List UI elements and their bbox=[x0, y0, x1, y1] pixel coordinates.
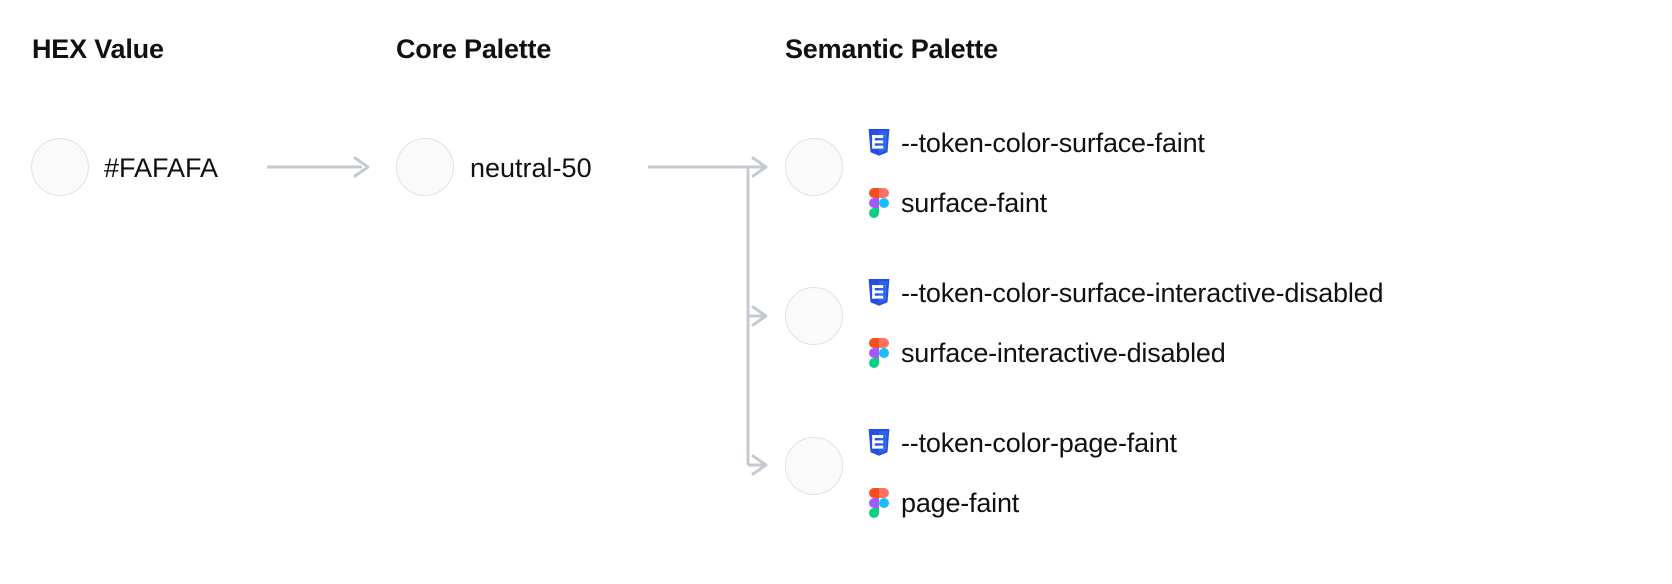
figma-token-line: surface-interactive-disabled bbox=[866, 323, 1383, 383]
core-color-swatch bbox=[396, 138, 454, 196]
semantic-token-group: --token-color-surface-faint surface-fain… bbox=[866, 113, 1205, 233]
arrow-hex-to-core bbox=[267, 156, 370, 178]
figma-token-label: page-faint bbox=[901, 487, 1020, 518]
figma-token-label: surface-faint bbox=[901, 187, 1047, 218]
figma-icon bbox=[866, 488, 892, 518]
css-token-label: --token-color-page-faint bbox=[901, 427, 1177, 458]
semantic-color-swatch bbox=[785, 287, 843, 345]
css3-icon bbox=[866, 428, 892, 458]
css3-icon bbox=[866, 278, 892, 308]
css-token-label: --token-color-surface-faint bbox=[901, 127, 1205, 158]
figma-token-line: page-faint bbox=[866, 473, 1177, 533]
semantic-token-group: --token-color-surface-interactive-disabl… bbox=[866, 263, 1383, 383]
figma-token-line: surface-faint bbox=[866, 173, 1205, 233]
core-palette-value-label: neutral-50 bbox=[470, 153, 592, 183]
css-token-line: --token-color-surface-faint bbox=[866, 113, 1205, 173]
figma-token-label: surface-interactive-disabled bbox=[901, 337, 1226, 368]
column-header-core-palette: Core Palette bbox=[396, 34, 552, 64]
css-token-line: --token-color-surface-interactive-disabl… bbox=[866, 263, 1383, 323]
hex-color-swatch bbox=[31, 138, 89, 196]
column-header-semantic-palette: Semantic Palette bbox=[785, 34, 998, 64]
semantic-color-swatch bbox=[785, 437, 843, 495]
branch-connector-lines bbox=[648, 156, 768, 476]
column-header-hex-value: HEX Value bbox=[32, 34, 164, 64]
css3-icon bbox=[866, 128, 892, 158]
hex-value-label: #FAFAFA bbox=[104, 153, 219, 183]
css-token-label: --token-color-surface-interactive-disabl… bbox=[901, 277, 1384, 308]
figma-icon bbox=[866, 188, 892, 218]
semantic-color-swatch bbox=[785, 138, 843, 196]
css-token-line: --token-color-page-faint bbox=[866, 413, 1177, 473]
semantic-token-group: --token-color-page-faint page-faint bbox=[866, 413, 1177, 533]
figma-icon bbox=[866, 338, 892, 368]
